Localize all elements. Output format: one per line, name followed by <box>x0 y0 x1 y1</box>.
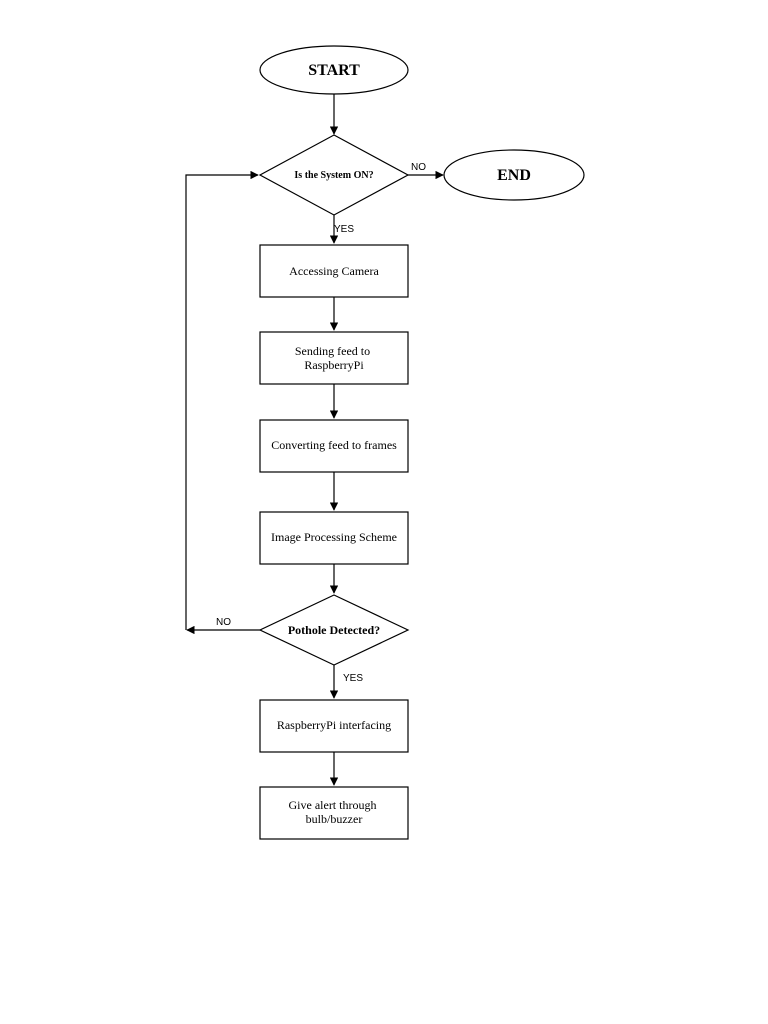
node-sending-feed: Sending feed to RaspberryPi <box>259 331 409 385</box>
node-accessing-camera-label: Accessing Camera <box>289 264 379 278</box>
node-raspberrypi-interfacing-label: RaspberryPi interfacing <box>277 718 391 732</box>
connectors <box>185 94 444 786</box>
node-raspberrypi-interfacing: RaspberryPi interfacing <box>259 699 409 753</box>
node-start: START <box>259 45 409 95</box>
edge-label-system-yes: YES <box>334 224 354 235</box>
node-pothole-detected-label: Pothole Detected? <box>288 623 380 637</box>
node-sending-feed-line-1: Sending feed to <box>295 344 370 358</box>
node-is-system-on: Is the System ON? <box>258 134 410 216</box>
node-give-alert-line-2: bulb/buzzer <box>306 812 363 826</box>
node-sending-feed-line-2: RaspberryPi <box>304 358 364 372</box>
node-sending-feed-label: Sending feed to RaspberryPi <box>295 344 373 372</box>
edge-label-pothole-no: NO <box>216 617 231 628</box>
node-start-label: START <box>308 62 360 79</box>
node-converting-feed-label: Converting feed to frames <box>271 438 397 452</box>
node-pothole-detected: Pothole Detected? <box>258 594 410 666</box>
node-image-processing: Image Processing Scheme <box>259 511 409 565</box>
node-give-alert: Give alert through bulb/buzzer <box>259 786 409 840</box>
node-end-label: END <box>497 167 531 184</box>
node-image-processing-label: Image Processing Scheme <box>271 530 397 544</box>
node-give-alert-label: Give alert through bulb/buzzer <box>289 798 380 826</box>
edge-label-system-no: NO <box>411 162 426 173</box>
node-is-system-on-label: Is the System ON? <box>294 170 373 181</box>
edge-label-pothole-yes: YES <box>343 673 363 684</box>
node-end: END <box>443 149 585 201</box>
node-converting-feed: Converting feed to frames <box>259 419 409 473</box>
arrow-loop-back-to-decision <box>185 170 259 630</box>
node-give-alert-line-1: Give alert through <box>289 798 377 812</box>
node-accessing-camera: Accessing Camera <box>259 244 409 298</box>
